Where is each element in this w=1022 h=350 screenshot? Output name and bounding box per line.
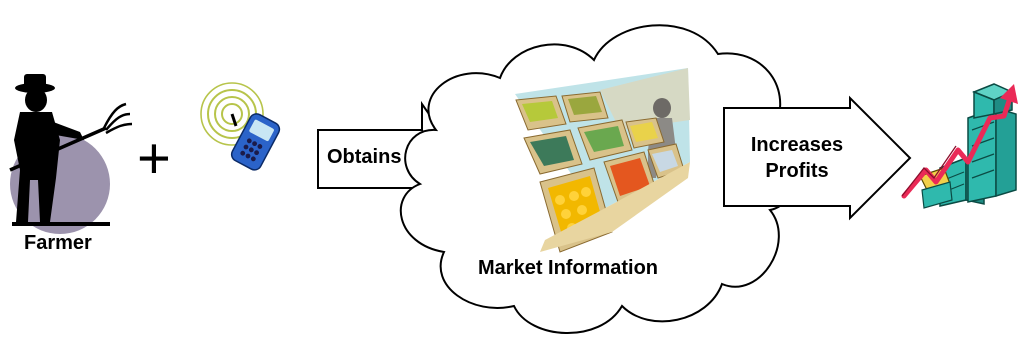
- mobile-phone-icon: [200, 82, 281, 171]
- rising-profit-chart-icon: [901, 83, 1018, 209]
- farmer-label: Farmer: [24, 232, 92, 254]
- plus-sign: +: [137, 126, 171, 191]
- increases-profits-arrow: [723, 95, 912, 221]
- increases-profits-line-1: Increases: [750, 134, 844, 156]
- market-information-label: Market Information: [478, 257, 659, 279]
- obtains-label: Obtains: [327, 146, 402, 168]
- increases-profits-line-2: Profits: [765, 160, 829, 182]
- increases-profits-label: Increases Profits: [722, 132, 872, 184]
- market-produce-stall-icon: [515, 68, 690, 253]
- farmer-with-pitchfork-icon: [9, 74, 133, 234]
